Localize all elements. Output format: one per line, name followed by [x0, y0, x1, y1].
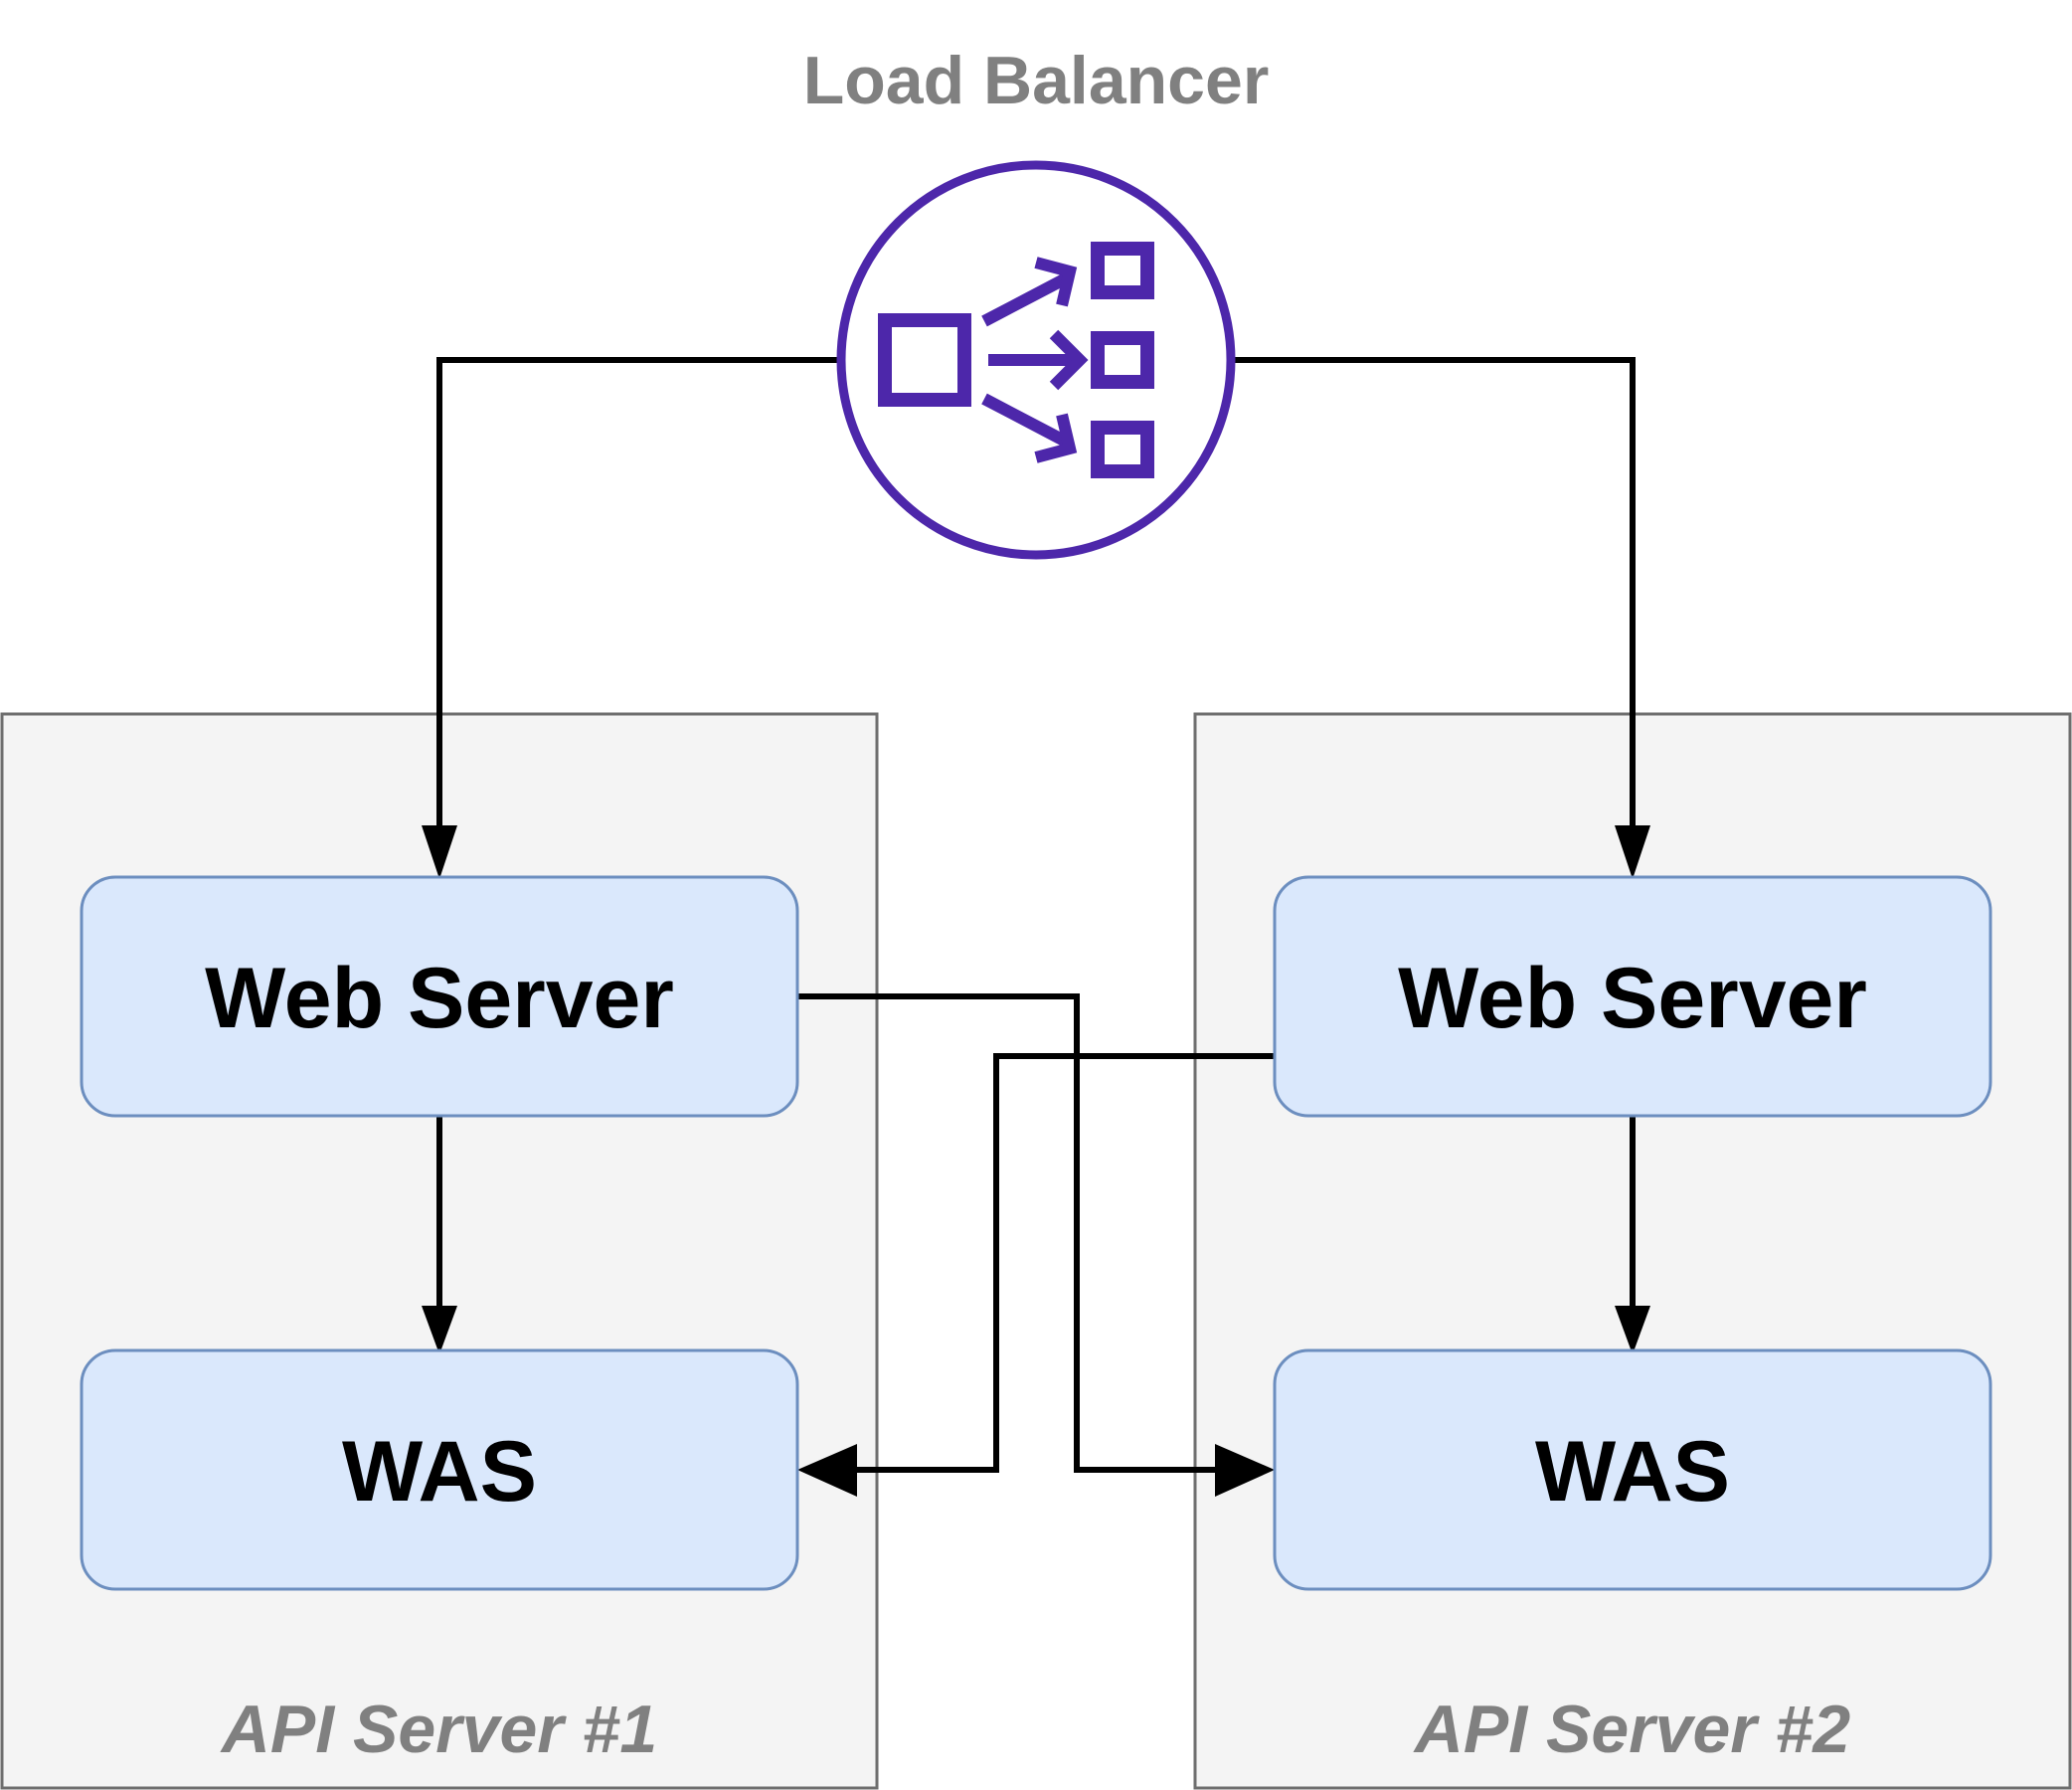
- arrowhead-down: [1615, 825, 1650, 879]
- source-square-icon: [878, 313, 971, 407]
- load-balancer-icon: [836, 160, 1236, 560]
- arrowhead-down: [422, 1306, 457, 1354]
- node-label: Web Server: [1398, 951, 1867, 1046]
- node-web-server-1: Web Server: [80, 875, 799, 1118]
- group-label: API Server #1: [220, 1692, 658, 1767]
- connector-web-server-1-to-was-2: [798, 993, 1215, 1473]
- node-label: Web Server: [205, 951, 674, 1046]
- node-label: WAS: [1535, 1424, 1730, 1520]
- distribution-arrows-icon: [981, 257, 1089, 463]
- connectors: [436, 357, 1636, 1473]
- group-label: API Server #2: [1413, 1692, 1851, 1767]
- node-box: [80, 875, 799, 1118]
- target-square-icon: [1091, 421, 1154, 478]
- connector-lb-to-web-server-2: [1233, 357, 1636, 835]
- arrowhead-down: [1615, 1306, 1650, 1354]
- node-box: [1273, 1348, 1992, 1591]
- connector-web-server-2-to-was-1: [857, 1053, 1275, 1473]
- arrowhead-right: [1215, 1444, 1275, 1497]
- node-box: [80, 1348, 799, 1591]
- arrowhead-down: [422, 825, 457, 879]
- load-balancer-title: Load Balancer: [803, 43, 1270, 118]
- node-web-server-2: Web Server: [1273, 875, 1992, 1118]
- target-square-icon: [1091, 331, 1154, 389]
- arrowheads: [422, 825, 1650, 1497]
- target-square-icon: [1091, 242, 1154, 299]
- node-was-2: WAS: [1273, 1348, 1992, 1591]
- node-box: [1273, 875, 1992, 1118]
- connector-lb-to-web-server-1: [436, 357, 839, 835]
- arrowhead-left: [797, 1444, 857, 1497]
- node-label: WAS: [342, 1424, 537, 1520]
- node-was-1: WAS: [80, 1348, 799, 1591]
